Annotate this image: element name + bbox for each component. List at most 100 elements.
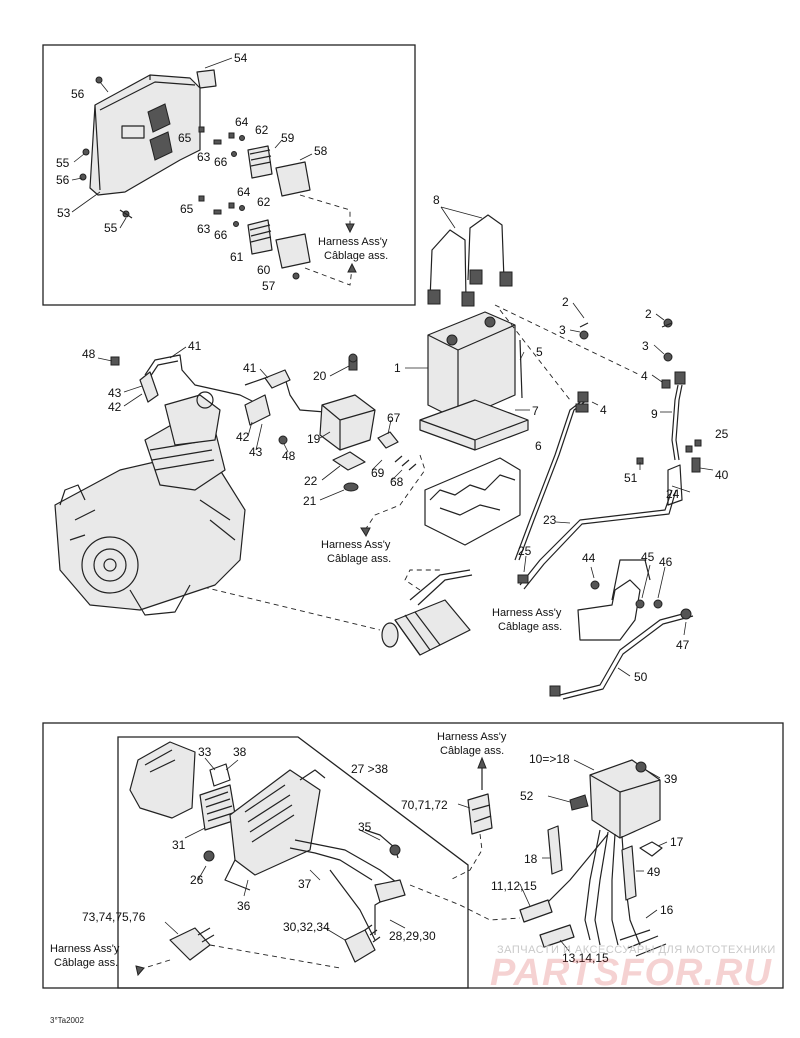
callout-17: 17 — [670, 835, 684, 849]
callout-20: 20 — [313, 369, 327, 383]
regulator-group-upper — [198, 126, 311, 197]
watermark-brand: PARTSFOR.RU — [490, 952, 772, 994]
callout-40: 40 — [715, 468, 729, 482]
callout-numbers: 54 56 55 56 53 55 65 64 62 63 66 59 58 6… — [56, 51, 729, 965]
callout-27-38: 27 >38 — [351, 762, 388, 776]
document-id: 3°Ta2002 — [50, 1016, 84, 1025]
engine-ground-dashline — [194, 584, 381, 631]
callout-9: 9 — [651, 407, 658, 421]
callout-62-b: 62 — [257, 195, 271, 209]
callout-37: 37 — [298, 877, 312, 891]
callout-24: 24 — [666, 487, 680, 501]
callout-65-b: 65 — [180, 202, 194, 216]
ignition-coil-and-wiring — [110, 353, 426, 538]
callout-59: 59 — [281, 131, 295, 145]
harness-label-bottom-left-en: Harness Ass'y — [50, 943, 120, 955]
callout-22: 22 — [304, 474, 318, 488]
cdi-cover — [129, 741, 196, 819]
callout-55-b: 55 — [104, 221, 118, 235]
starter-solenoid-bracket — [577, 559, 692, 641]
callout-67: 67 — [387, 411, 401, 425]
callout-39: 39 — [664, 772, 678, 786]
callout-66-b: 66 — [214, 228, 228, 242]
callout-43-b: 43 — [249, 445, 263, 459]
harness-label-starter-fr: Câblage ass. — [498, 621, 562, 633]
battery — [419, 304, 641, 451]
engine-harness-dashline — [404, 569, 440, 591]
callout-64-b: 64 — [237, 185, 251, 199]
callout-63-a: 63 — [197, 150, 211, 164]
harness-label-top-en: Harness Ass'y — [318, 236, 388, 248]
callout-48-b: 48 — [282, 449, 296, 463]
cdi-subframe — [117, 736, 469, 989]
callout-54: 54 — [234, 51, 248, 65]
callout-2-b: 2 — [645, 307, 652, 321]
callout-53: 53 — [57, 206, 71, 220]
callout-36: 36 — [237, 899, 251, 913]
callout-23: 23 — [543, 513, 557, 527]
callout-51: 51 — [624, 471, 638, 485]
callout-26: 26 — [190, 873, 204, 887]
callout-18: 18 — [524, 852, 538, 866]
callout-62-a: 62 — [255, 123, 269, 137]
cdi-wiring — [135, 829, 521, 977]
callout-41-a: 41 — [188, 339, 202, 353]
electrical-box-assembly — [79, 69, 217, 219]
callout-13-14-15: 13,14,15 — [562, 951, 609, 965]
harness-label-starter-en: Harness Ass'y — [492, 607, 562, 619]
callout-7: 7 — [532, 404, 539, 418]
engine-block — [54, 391, 246, 616]
callout-49: 49 — [647, 865, 661, 879]
callout-4-a: 4 — [600, 403, 607, 417]
callout-46: 46 — [659, 555, 673, 569]
callout-6: 6 — [535, 439, 542, 453]
callout-38: 38 — [233, 745, 247, 759]
callout-33: 33 — [198, 745, 212, 759]
callout-11-12-15: 11,12,15 — [491, 879, 537, 893]
callout-45: 45 — [641, 550, 655, 564]
callout-21: 21 — [303, 494, 317, 508]
callout-63-b: 63 — [197, 222, 211, 236]
callout-66-a: 66 — [214, 155, 228, 169]
callout-35: 35 — [358, 820, 372, 834]
harness-label-bottom-left-fr: Câblage ass. — [54, 957, 118, 969]
callout-50: 50 — [634, 670, 648, 684]
callout-55-a: 55 — [56, 156, 70, 170]
callout-73-76: 73,74,75,76 — [82, 910, 146, 924]
callout-47: 47 — [676, 638, 690, 652]
callout-4-b: 4 — [641, 369, 648, 383]
callout-57: 57 — [262, 279, 276, 293]
connector-70-72 — [449, 756, 493, 881]
callout-44: 44 — [582, 551, 596, 565]
top-inset-leaders — [71, 57, 357, 286]
callout-1: 1 — [394, 361, 401, 375]
battery-cables — [514, 318, 702, 700]
callout-5: 5 — [536, 345, 543, 359]
callout-56-a: 56 — [71, 87, 85, 101]
callout-19: 19 — [307, 432, 321, 446]
callout-56-b: 56 — [56, 173, 70, 187]
callout-8: 8 — [433, 193, 440, 207]
callout-58: 58 — [314, 144, 328, 158]
callout-3-a: 3 — [559, 323, 566, 337]
top-inset-frame — [42, 44, 416, 306]
main-leaders — [97, 302, 714, 677]
callout-43-a: 43 — [108, 386, 122, 400]
callout-30-32-34: 30,32,34 — [283, 920, 330, 934]
harness-label-top-fr: Câblage ass. — [324, 250, 388, 262]
callout-41-b: 41 — [243, 361, 257, 375]
watermark-tagline: ЗАПЧАСТИ И АКСЕССУАРЫ ДЛЯ МОТОТЕХНИКИ — [497, 944, 776, 956]
battery-tray — [424, 457, 521, 546]
callout-16: 16 — [660, 903, 674, 917]
callout-28-29-30: 28,29,30 — [389, 929, 436, 943]
harness-label-bottom-top-fr: Câblage ass. — [440, 745, 504, 757]
callout-69: 69 — [371, 466, 385, 480]
harness-label-engine-fr: Câblage ass. — [327, 553, 391, 565]
callout-25-b: 25 — [518, 544, 532, 558]
callout-64-a: 64 — [235, 115, 249, 129]
callout-68: 68 — [390, 475, 404, 489]
callout-42-b: 42 — [236, 430, 250, 444]
callout-48-a: 48 — [82, 347, 96, 361]
callout-42-a: 42 — [108, 400, 122, 414]
